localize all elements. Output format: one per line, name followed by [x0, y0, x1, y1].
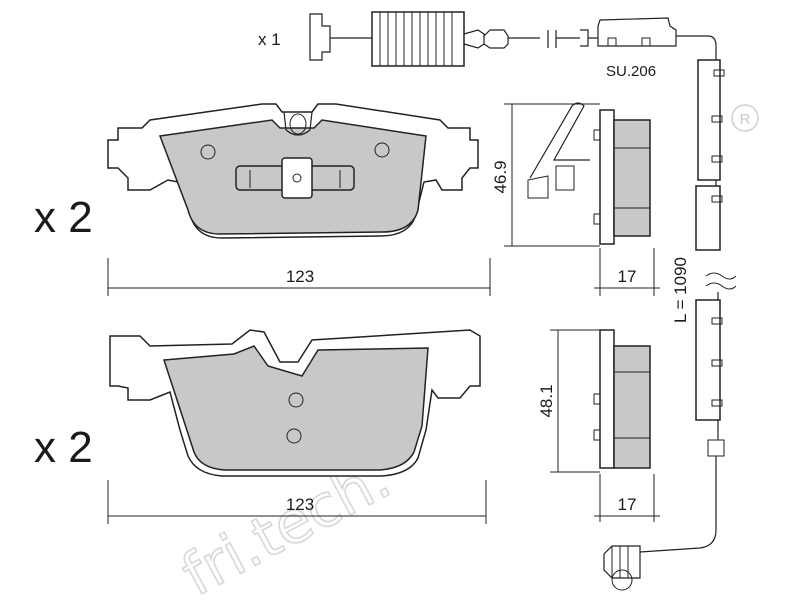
sensor-tip [611, 569, 633, 591]
wear-sensor: x 1 SU.206 [258, 11, 737, 591]
top-pad-side-friction [613, 119, 651, 237]
bottom-pad-hole-upper [288, 392, 304, 408]
bottom-pad-hole-lower [286, 428, 302, 444]
bottom-pad-width: 123 [286, 495, 314, 514]
sensor-plug [309, 13, 331, 61]
sensor-sleeve [371, 11, 465, 67]
top-pad-side-view: 46.9 17 [491, 102, 660, 296]
bottom-pad-friction-material [162, 345, 429, 471]
bottom-pad-side-plate [599, 329, 615, 469]
bottom-pad-quantity: x 2 [34, 423, 93, 472]
top-quantity: x 2 [34, 193, 93, 242]
top-pad-clip-hole [289, 113, 307, 135]
bottom-pad-side-friction [613, 345, 651, 469]
top-pad-spring [529, 102, 590, 179]
sensor-guide-middle [695, 185, 721, 251]
bottom-pad-front-view [109, 329, 481, 477]
bottom-pad-height: 48.1 [537, 384, 556, 417]
top-pad-thickness: 17 [618, 267, 637, 286]
top-pad-clip-rivet [292, 173, 302, 183]
top-pad-width: 123 [286, 267, 314, 286]
registered-mark-letter: R [740, 111, 751, 128]
top-pad-quantity: x 2 [34, 193, 93, 242]
top-pad-side-plate [599, 109, 615, 245]
sensor-clip [597, 17, 677, 47]
top-pad-hole-left [200, 144, 216, 160]
sensor-guide-upper [697, 59, 721, 181]
sensor-part-number: SU.206 [606, 63, 656, 80]
sensor-length: L = 1090 [671, 257, 690, 323]
bottom-pad-side-view: 48.1 17 [537, 329, 660, 522]
bottom-quantity: x 2 [34, 423, 93, 472]
top-pad-height: 46.9 [491, 160, 510, 193]
sensor-cable-top [508, 29, 598, 48]
sensor-head [603, 545, 641, 579]
top-width-dimension: 123 [107, 258, 491, 296]
top-pad-front-view [107, 103, 479, 239]
sensor-quantity: x 1 [258, 30, 281, 49]
bottom-width-dimension: 123 [107, 480, 487, 524]
top-pad-hole-right [374, 142, 390, 158]
registered-mark: R [731, 104, 759, 132]
top-pad-clip-tab [283, 111, 313, 136]
bottom-pad-thickness: 17 [618, 495, 637, 514]
sensor-lead [639, 456, 717, 553]
top-pad-clip-body [281, 157, 313, 199]
